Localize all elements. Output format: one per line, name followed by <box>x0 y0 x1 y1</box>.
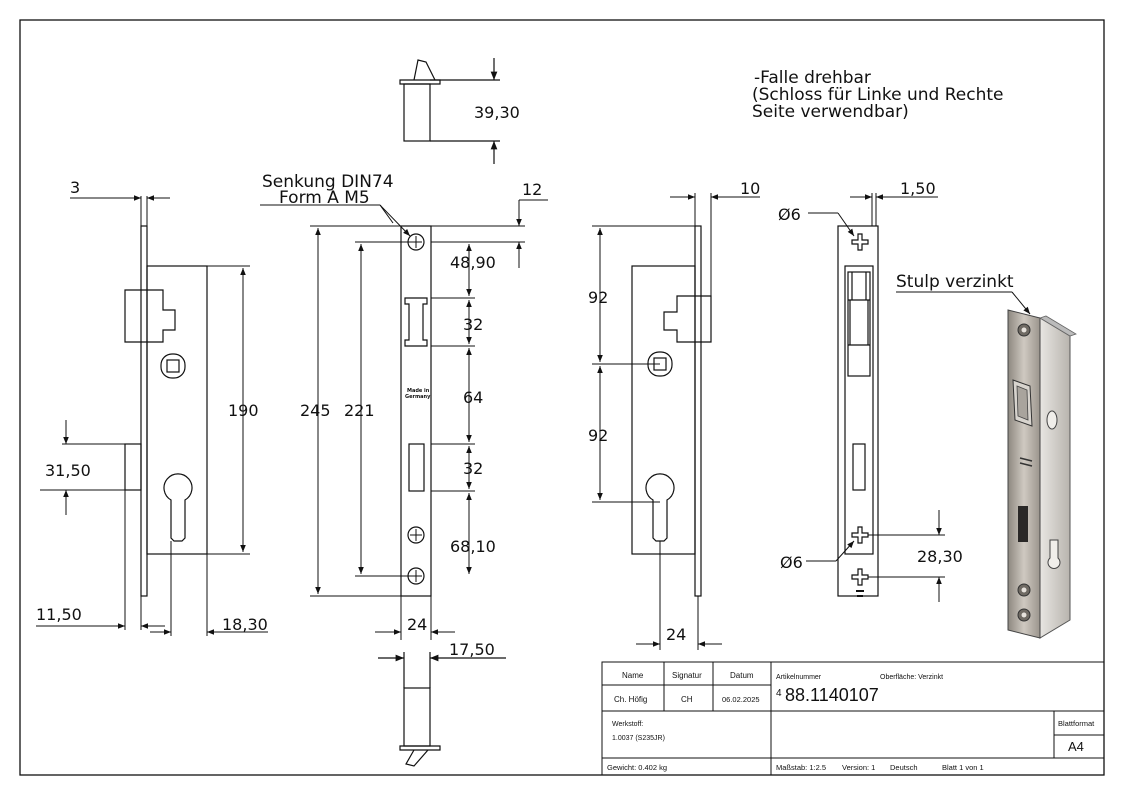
dim-12: 12 <box>522 180 542 199</box>
tb-artikel-nummer: 88.1140107 <box>785 685 879 705</box>
dim-221: 221 <box>344 401 375 420</box>
dim-17-50: 17,50 <box>449 640 495 659</box>
lock-3d-render <box>1007 309 1077 639</box>
side-view-left-dims <box>36 195 268 636</box>
note-falle-line3: Seite verwendbar) <box>752 102 909 122</box>
tb-signatur: CH <box>681 695 693 704</box>
dim-92-a: 92 <box>588 288 608 307</box>
tb-werkstoff: 1.0037 (S235JR) <box>612 735 665 742</box>
latch-detail-top <box>399 58 500 164</box>
dim-39-30: 39,30 <box>474 103 520 122</box>
tb-artikel-prefix: 4 <box>776 688 782 699</box>
dim-1-50: 1,50 <box>900 179 936 198</box>
dim-24-b: 24 <box>666 625 686 644</box>
made-in-line1: Made in <box>407 388 430 394</box>
note-falle-line2: (Schloss für Linke und Rechte <box>752 85 1004 105</box>
dim-190: 190 <box>228 401 259 420</box>
stulp-leader <box>896 291 1031 315</box>
tb-blattformat-label: Blattformat <box>1058 719 1095 728</box>
front-view-dims <box>260 199 548 640</box>
tb-gewicht: Gewicht: 0.402 kg <box>607 763 667 772</box>
front-faceplate-view <box>400 225 432 597</box>
dim-3: 3 <box>70 178 80 197</box>
dim-18-30: 18,30 <box>222 615 268 634</box>
side-view-left <box>124 225 208 597</box>
dim-245: 245 <box>300 401 331 420</box>
dim-10: 10 <box>740 179 760 198</box>
side-view-right <box>631 225 712 597</box>
tb-blatt: Blatt 1 von 1 <box>942 763 984 772</box>
note-falle-line1: -Falle drehbar <box>754 68 871 88</box>
dim-32-a: 32 <box>463 315 483 334</box>
back-view <box>837 225 879 597</box>
dim-31-50: 31,50 <box>45 461 91 480</box>
tb-artikel-label: Artikelnummer <box>776 674 822 681</box>
made-in-line2: Germany <box>405 394 431 400</box>
note-senkung-line2: Form A M5 <box>279 188 370 208</box>
dim-11-50: 11,50 <box>36 605 82 624</box>
side-view-right-dims <box>592 193 760 650</box>
tb-version: Version: 1 <box>842 763 875 772</box>
tb-blattformat: A4 <box>1068 739 1084 754</box>
back-view-marks <box>856 590 864 597</box>
latch-detail-bottom <box>378 652 506 767</box>
back-view-dims <box>806 193 945 602</box>
dim-48-90: 48,90 <box>450 253 496 272</box>
note-stulp: Stulp verzinkt <box>896 272 1014 292</box>
tb-col-signatur: Signatur <box>672 671 702 680</box>
tb-oberflaeche: Oberfläche: Verzinkt <box>880 674 943 681</box>
dim-24-a: 24 <box>407 615 427 634</box>
dim-28-30: 28,30 <box>917 547 963 566</box>
tb-col-name: Name <box>622 671 644 680</box>
dim-32-b: 32 <box>463 459 483 478</box>
tb-name: Ch. Höfig <box>614 695 647 704</box>
dim-phi6-b: Ø6 <box>780 553 803 572</box>
dim-64: 64 <box>463 388 483 407</box>
note-senkung-line1: Senkung DIN74 <box>262 172 394 192</box>
drawing-frame <box>19 19 1105 776</box>
tb-datum: 06.02.2025 <box>722 695 760 704</box>
tb-col-datum: Datum <box>730 671 754 680</box>
dim-92-b: 92 <box>588 426 608 445</box>
tb-massstab: Maßstab: 1:2.5 <box>776 763 826 772</box>
dim-68-10: 68,10 <box>450 537 496 556</box>
tb-werkstoff-label: Werkstoff: <box>612 721 643 728</box>
title-block <box>601 661 1105 776</box>
dim-phi6-a: Ø6 <box>778 205 801 224</box>
tb-sprache: Deutsch <box>890 763 918 772</box>
front-made-in: Made in Germany <box>405 388 431 400</box>
